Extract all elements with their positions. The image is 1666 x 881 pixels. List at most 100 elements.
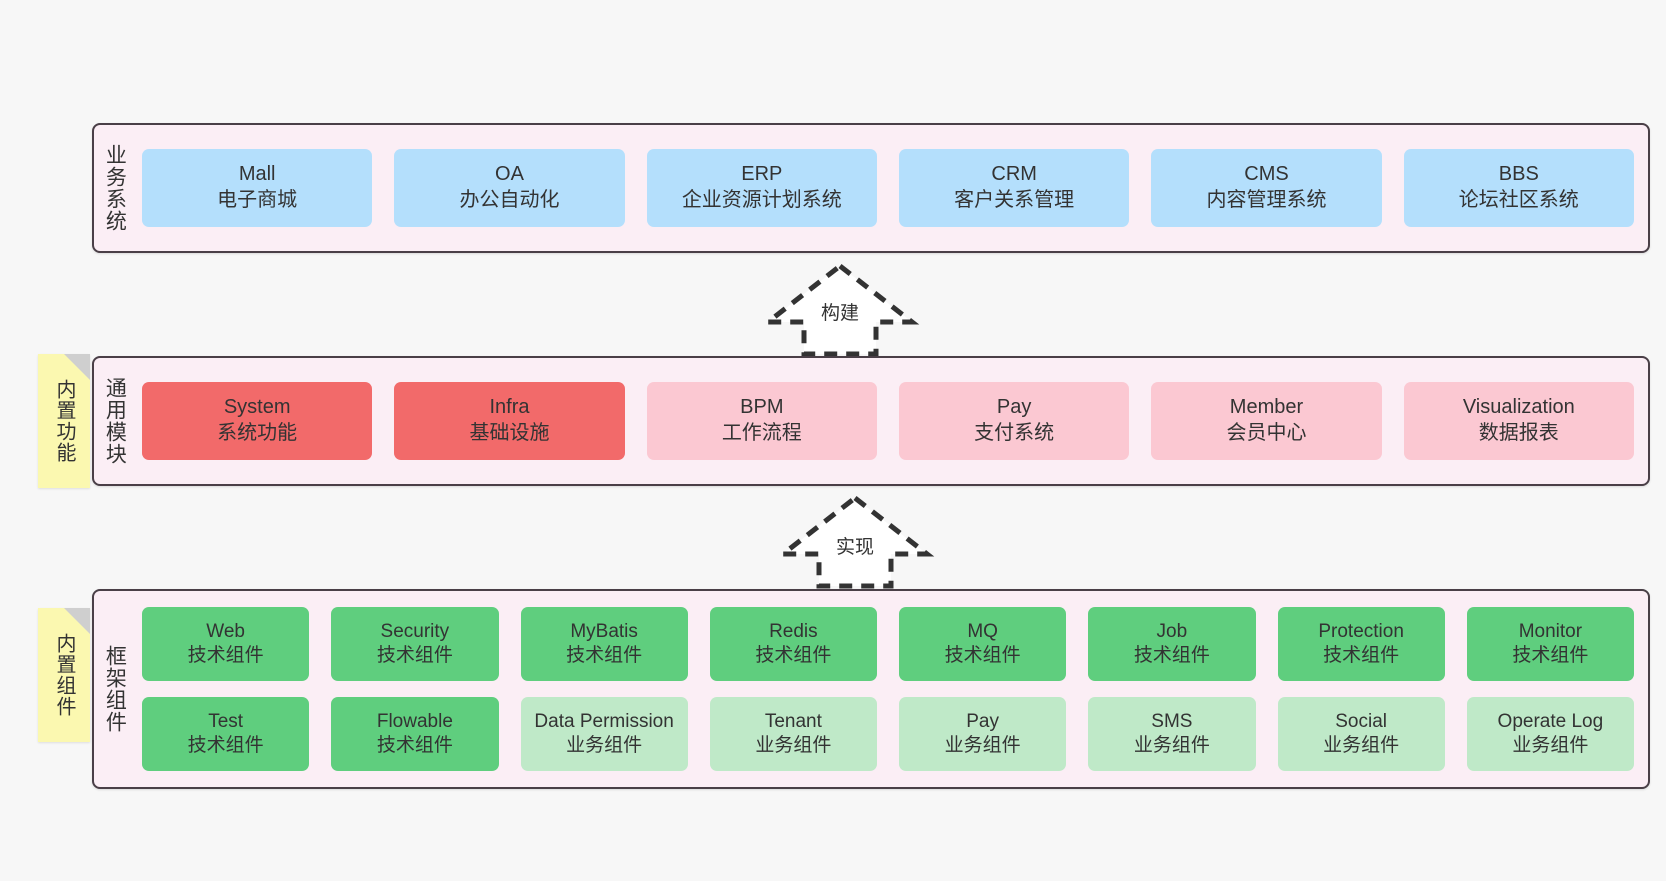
card-title-cn: 业务组件 xyxy=(755,735,832,756)
sticky-fold-icon xyxy=(64,608,90,634)
card-title-en: System xyxy=(223,396,291,419)
card-title-cn: 客户关系管理 xyxy=(954,189,1075,211)
card-title-cn: 业务组件 xyxy=(1512,735,1589,756)
arrow-implement-icon xyxy=(775,494,935,589)
card-title-cn: 技术组件 xyxy=(187,645,264,666)
card-bpm[interactable]: BPM 工作流程 xyxy=(646,382,877,460)
card-row: System 系统功能 Infra 基础设施 BPM 工作流程 Pay 支付系统… xyxy=(142,382,1634,460)
layer-body-common-modules: System 系统功能 Infra 基础设施 BPM 工作流程 Pay 支付系统… xyxy=(134,358,1648,484)
sticky-fold-icon xyxy=(64,354,90,380)
card-system[interactable]: System 系统功能 xyxy=(142,382,373,460)
card-title-cn: 业务组件 xyxy=(1133,735,1210,756)
card-title-cn: 办公自动化 xyxy=(459,189,560,211)
card-protection[interactable]: Protection 技术组件 xyxy=(1277,607,1445,681)
card-title-cn: 业务组件 xyxy=(566,735,643,756)
sticky-note-label: 内置功能 xyxy=(53,379,75,463)
card-data-permission[interactable]: Data Permission 业务组件 xyxy=(520,697,688,771)
card-title-en: Web xyxy=(206,620,245,642)
card-oa[interactable]: OA 办公自动化 xyxy=(394,149,625,227)
layer-title-business-system: 业务系统 xyxy=(103,144,127,232)
card-redis[interactable]: Redis 技术组件 xyxy=(709,607,877,681)
card-title-en: BPM xyxy=(740,396,784,419)
card-row: Web 技术组件 Security 技术组件 MyBatis 技术组件 Redi… xyxy=(142,607,1634,681)
card-title-en: Test xyxy=(208,710,244,732)
card-job[interactable]: Job 技术组件 xyxy=(1088,607,1256,681)
card-title-en: Job xyxy=(1156,620,1188,642)
card-title-cn: 系统功能 xyxy=(217,422,298,444)
card-monitor[interactable]: Monitor 技术组件 xyxy=(1466,607,1634,681)
arrow-build: 构建 xyxy=(760,258,920,358)
card-title-en: Monitor xyxy=(1518,620,1583,642)
layer-title-framework-components: 框架组件 xyxy=(103,645,127,733)
card-title-en: Mall xyxy=(238,163,276,186)
card-title-cn: 技术组件 xyxy=(944,645,1021,666)
card-pay-business[interactable]: Pay 业务组件 xyxy=(899,697,1067,771)
card-title-en: SMS xyxy=(1151,710,1193,732)
card-erp[interactable]: ERP 企业资源计划系统 xyxy=(646,149,877,227)
card-flowable[interactable]: Flowable 技术组件 xyxy=(331,697,499,771)
card-title-cn: 电子商城 xyxy=(217,189,298,211)
card-operate-log[interactable]: Operate Log 业务组件 xyxy=(1466,697,1634,771)
card-title-en: Data Permission xyxy=(534,710,674,732)
card-title-en: Protection xyxy=(1318,620,1404,642)
sticky-note-builtin-features: 内置功能 xyxy=(38,354,90,488)
arrow-implement: 实现 xyxy=(775,490,935,590)
card-title-en: Security xyxy=(380,620,450,642)
card-tenant[interactable]: Tenant 业务组件 xyxy=(709,697,877,771)
card-test[interactable]: Test 技术组件 xyxy=(142,697,310,771)
card-title-cn: 技术组件 xyxy=(376,645,453,666)
layer-framework-components: 框架组件 Web 技术组件 Security 技术组件 MyBatis 技术组件… xyxy=(92,589,1650,789)
layer-body-business-system: Mall 电子商城 OA 办公自动化 ERP 企业资源计划系统 CRM 客户关系… xyxy=(134,125,1648,251)
card-title-cn: 技术组件 xyxy=(755,645,832,666)
card-pay[interactable]: Pay 支付系统 xyxy=(898,382,1130,460)
arrow-build-icon xyxy=(760,262,920,357)
card-title-cn: 技术组件 xyxy=(1133,645,1210,666)
card-title-cn: 技术组件 xyxy=(1512,645,1589,666)
card-cms[interactable]: CMS 内容管理系统 xyxy=(1151,149,1382,227)
card-title-cn: 技术组件 xyxy=(376,735,453,756)
card-title-cn: 数据报表 xyxy=(1478,422,1559,444)
card-title-cn: 技术组件 xyxy=(1323,645,1400,666)
card-title-cn: 企业资源计划系统 xyxy=(681,189,842,211)
card-visualization[interactable]: Visualization 数据报表 xyxy=(1403,382,1634,460)
card-title-cn: 论坛社区系统 xyxy=(1458,189,1579,211)
card-bbs[interactable]: BBS 论坛社区系统 xyxy=(1403,149,1634,227)
card-title-en: Visualization xyxy=(1462,396,1575,419)
card-crm[interactable]: CRM 客户关系管理 xyxy=(898,149,1130,227)
card-title-cn: 内容管理系统 xyxy=(1206,189,1327,211)
card-title-en: MQ xyxy=(967,620,998,642)
card-title-en: Social xyxy=(1335,710,1387,732)
layer-body-framework-components: Web 技术组件 Security 技术组件 MyBatis 技术组件 Redi… xyxy=(134,591,1648,787)
card-mall[interactable]: Mall 电子商城 xyxy=(142,149,373,227)
card-title-en: Operate Log xyxy=(1497,710,1604,732)
card-title-cn: 业务组件 xyxy=(1323,735,1400,756)
card-infra[interactable]: Infra 基础设施 xyxy=(394,382,625,460)
card-member[interactable]: Member 会员中心 xyxy=(1151,382,1382,460)
card-title-cn: 技术组件 xyxy=(187,735,264,756)
card-social[interactable]: Social 业务组件 xyxy=(1277,697,1445,771)
card-title-en: Pay xyxy=(996,396,1032,419)
card-row: Test 技术组件 Flowable 技术组件 Data Permission … xyxy=(142,697,1634,771)
card-title-en: Flowable xyxy=(376,710,453,732)
card-title-en: Infra xyxy=(489,396,530,419)
card-title-cn: 工作流程 xyxy=(721,422,802,444)
card-title-en: Tenant xyxy=(764,710,822,732)
card-title-en: ERP xyxy=(741,163,783,186)
card-security[interactable]: Security 技术组件 xyxy=(331,607,499,681)
card-sms[interactable]: SMS 业务组件 xyxy=(1088,697,1256,771)
card-title-cn: 技术组件 xyxy=(566,645,643,666)
card-title-cn: 支付系统 xyxy=(974,422,1055,444)
card-title-cn: 基础设施 xyxy=(469,422,550,444)
card-title-en: MyBatis xyxy=(570,620,638,642)
sticky-note-label: 内置组件 xyxy=(53,633,75,717)
card-row: Mall 电子商城 OA 办公自动化 ERP 企业资源计划系统 CRM 客户关系… xyxy=(142,149,1634,227)
layer-common-modules: 通用模块 System 系统功能 Infra 基础设施 BPM 工作流程 Pay… xyxy=(92,356,1650,486)
card-mq[interactable]: MQ 技术组件 xyxy=(899,607,1067,681)
card-mybatis[interactable]: MyBatis 技术组件 xyxy=(520,607,688,681)
card-title-en: CRM xyxy=(991,163,1037,186)
layer-business-system: 业务系统 Mall 电子商城 OA 办公自动化 ERP 企业资源计划系统 CRM… xyxy=(92,123,1650,253)
card-web[interactable]: Web 技术组件 xyxy=(142,607,310,681)
card-title-cn: 会员中心 xyxy=(1226,422,1307,444)
card-title-en: Member xyxy=(1229,396,1304,419)
card-title-en: Pay xyxy=(966,710,999,732)
